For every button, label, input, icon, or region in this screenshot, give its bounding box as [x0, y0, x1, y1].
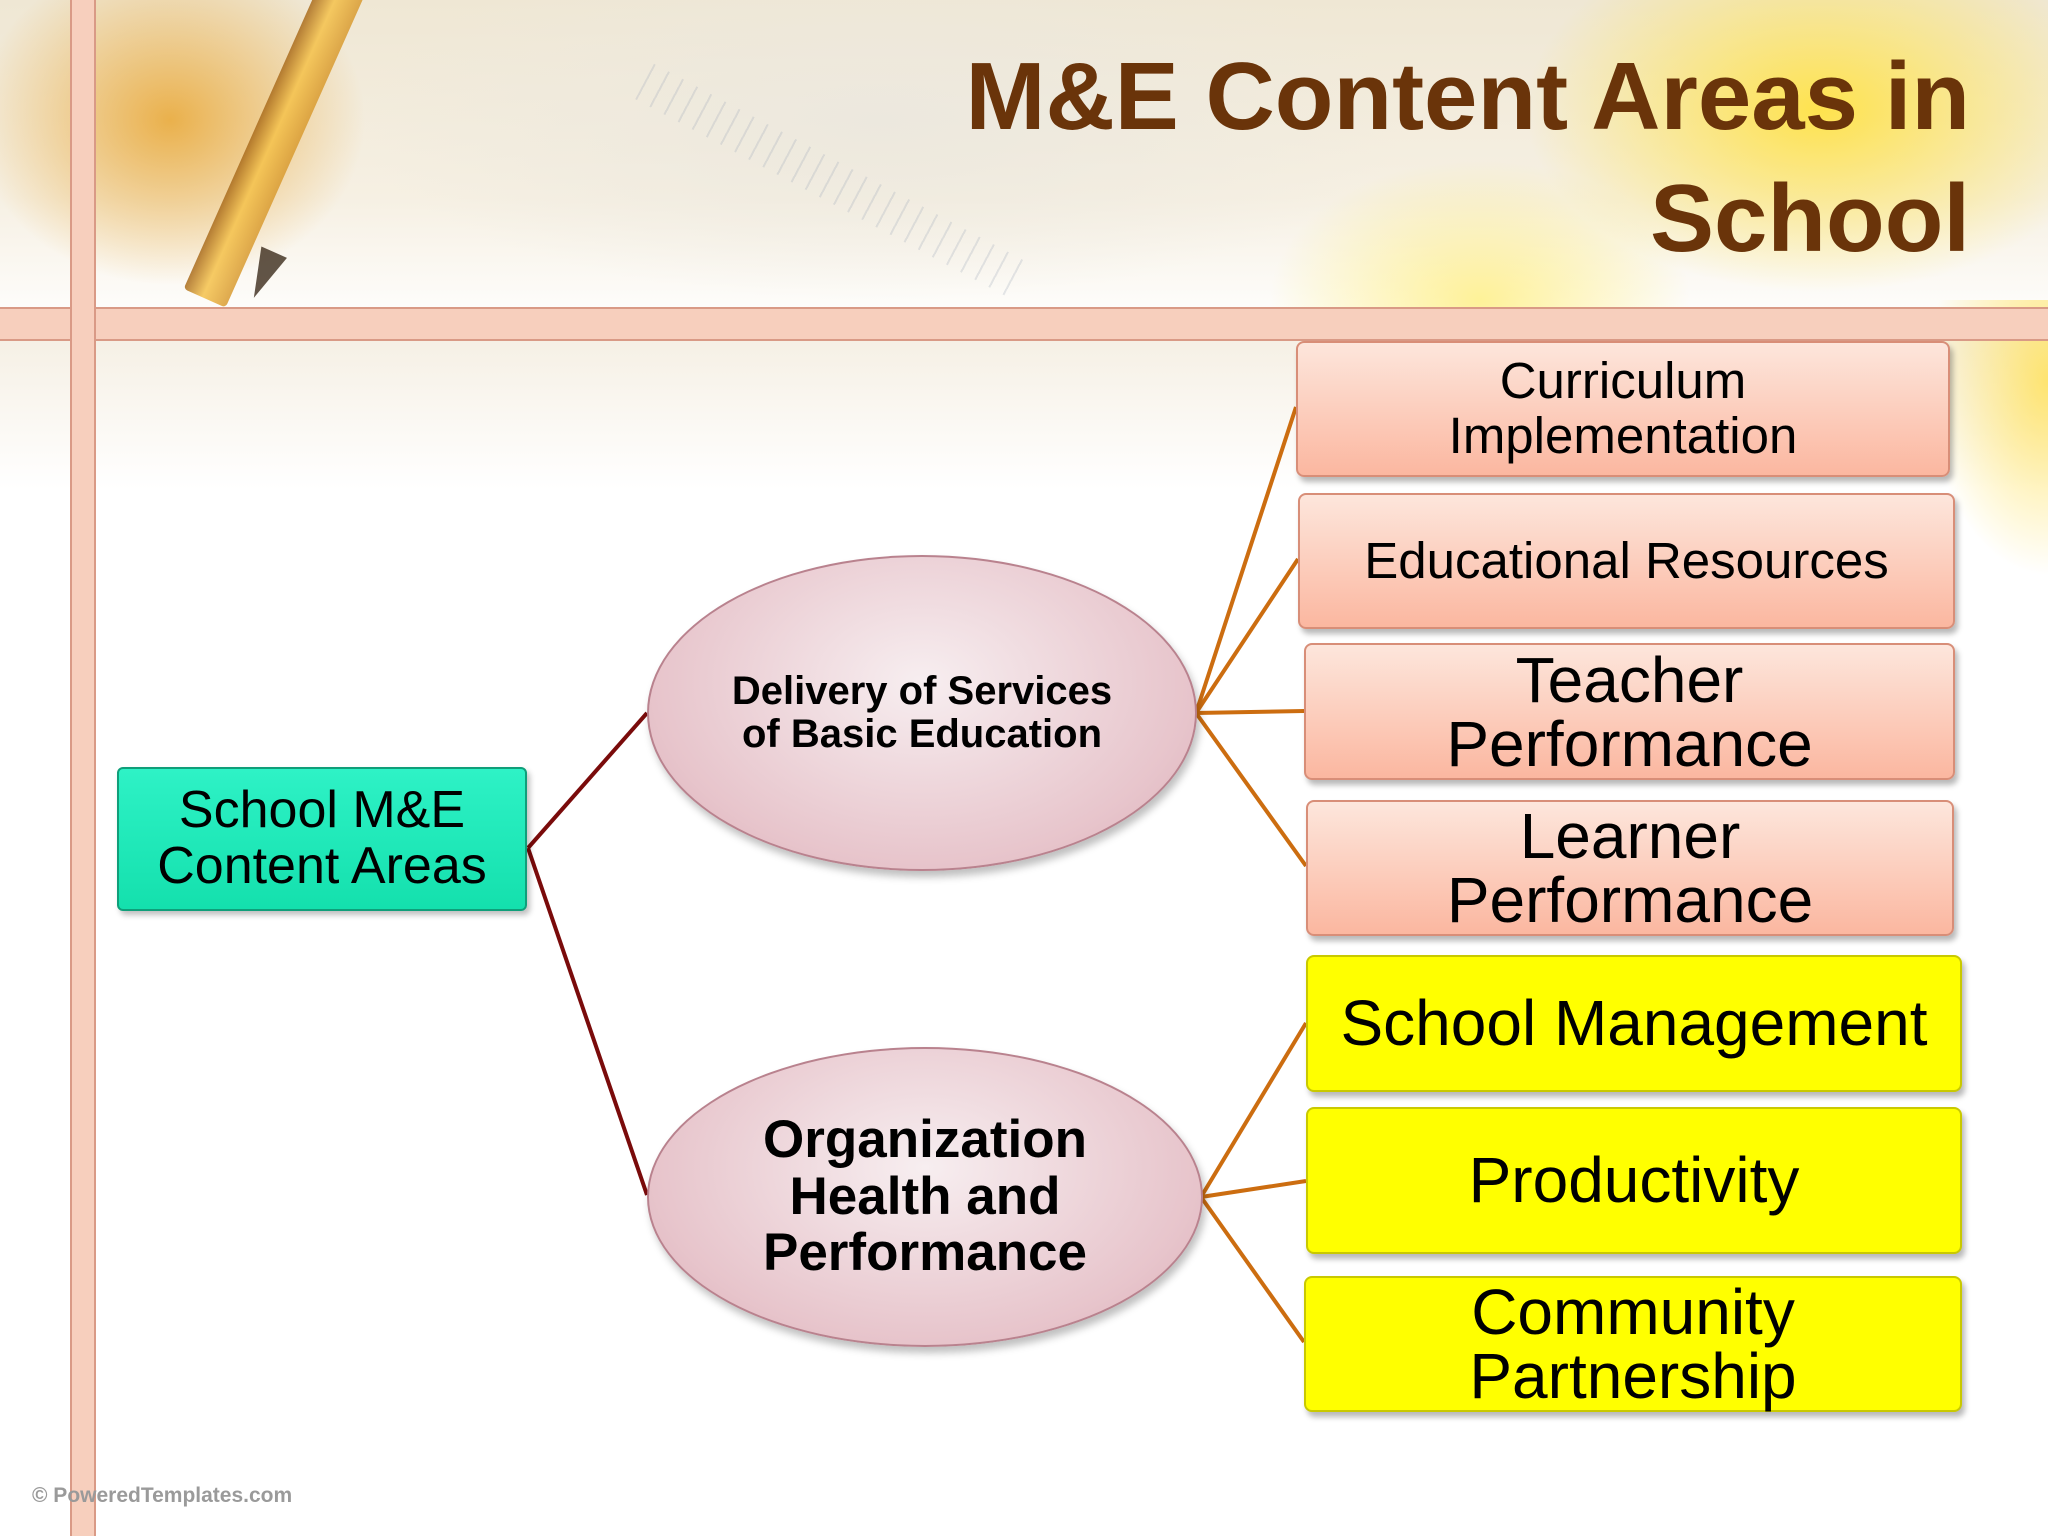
connector-branch-2-leaf-1 — [1199, 1021, 1308, 1199]
connector-branch-1-leaf-3 — [1195, 709, 1305, 715]
connector-branch-1-leaf-2 — [1194, 557, 1300, 715]
root-node: School M&E Content Areas — [117, 767, 527, 911]
connector-root-branch-2 — [526, 847, 649, 1196]
connector-branch-2-leaf-3 — [1199, 1195, 1306, 1344]
connector-branch-1-leaf-4 — [1194, 711, 1308, 868]
leaf-connectors — [1194, 406, 1308, 1344]
leaf-school-management: School Management — [1306, 955, 1962, 1092]
leaf-learner-performance: Learner Performance — [1306, 800, 1954, 936]
leaf-community-partnership: Community Partnership — [1304, 1276, 1962, 1412]
root-connectors — [526, 711, 649, 1196]
leaf-productivity: Productivity — [1306, 1107, 1962, 1254]
leaf-curriculum-implementation: Curriculum Implementation — [1296, 341, 1950, 477]
branch-node-organization-health: Organization Health and Performance — [647, 1047, 1203, 1347]
connector-branch-1-leaf-1 — [1194, 406, 1298, 714]
connector-branch-2-leaf-2 — [1200, 1179, 1307, 1199]
connector-root-branch-1 — [526, 711, 649, 850]
branch-node-delivery-of-services: Delivery of Services of Basic Education — [647, 555, 1197, 871]
vertical-accent-bar — [70, 0, 96, 1536]
header-background-image — [0, 0, 2048, 330]
leaf-educational-resources: Educational Resources — [1298, 493, 1955, 629]
leaf-teacher-performance: Teacher Performance — [1304, 643, 1955, 780]
slide-title: M&E Content Areas in School — [965, 43, 1970, 272]
footer-copyright: © PoweredTemplates.com — [32, 1484, 293, 1507]
horizontal-accent-bar — [0, 307, 2048, 341]
